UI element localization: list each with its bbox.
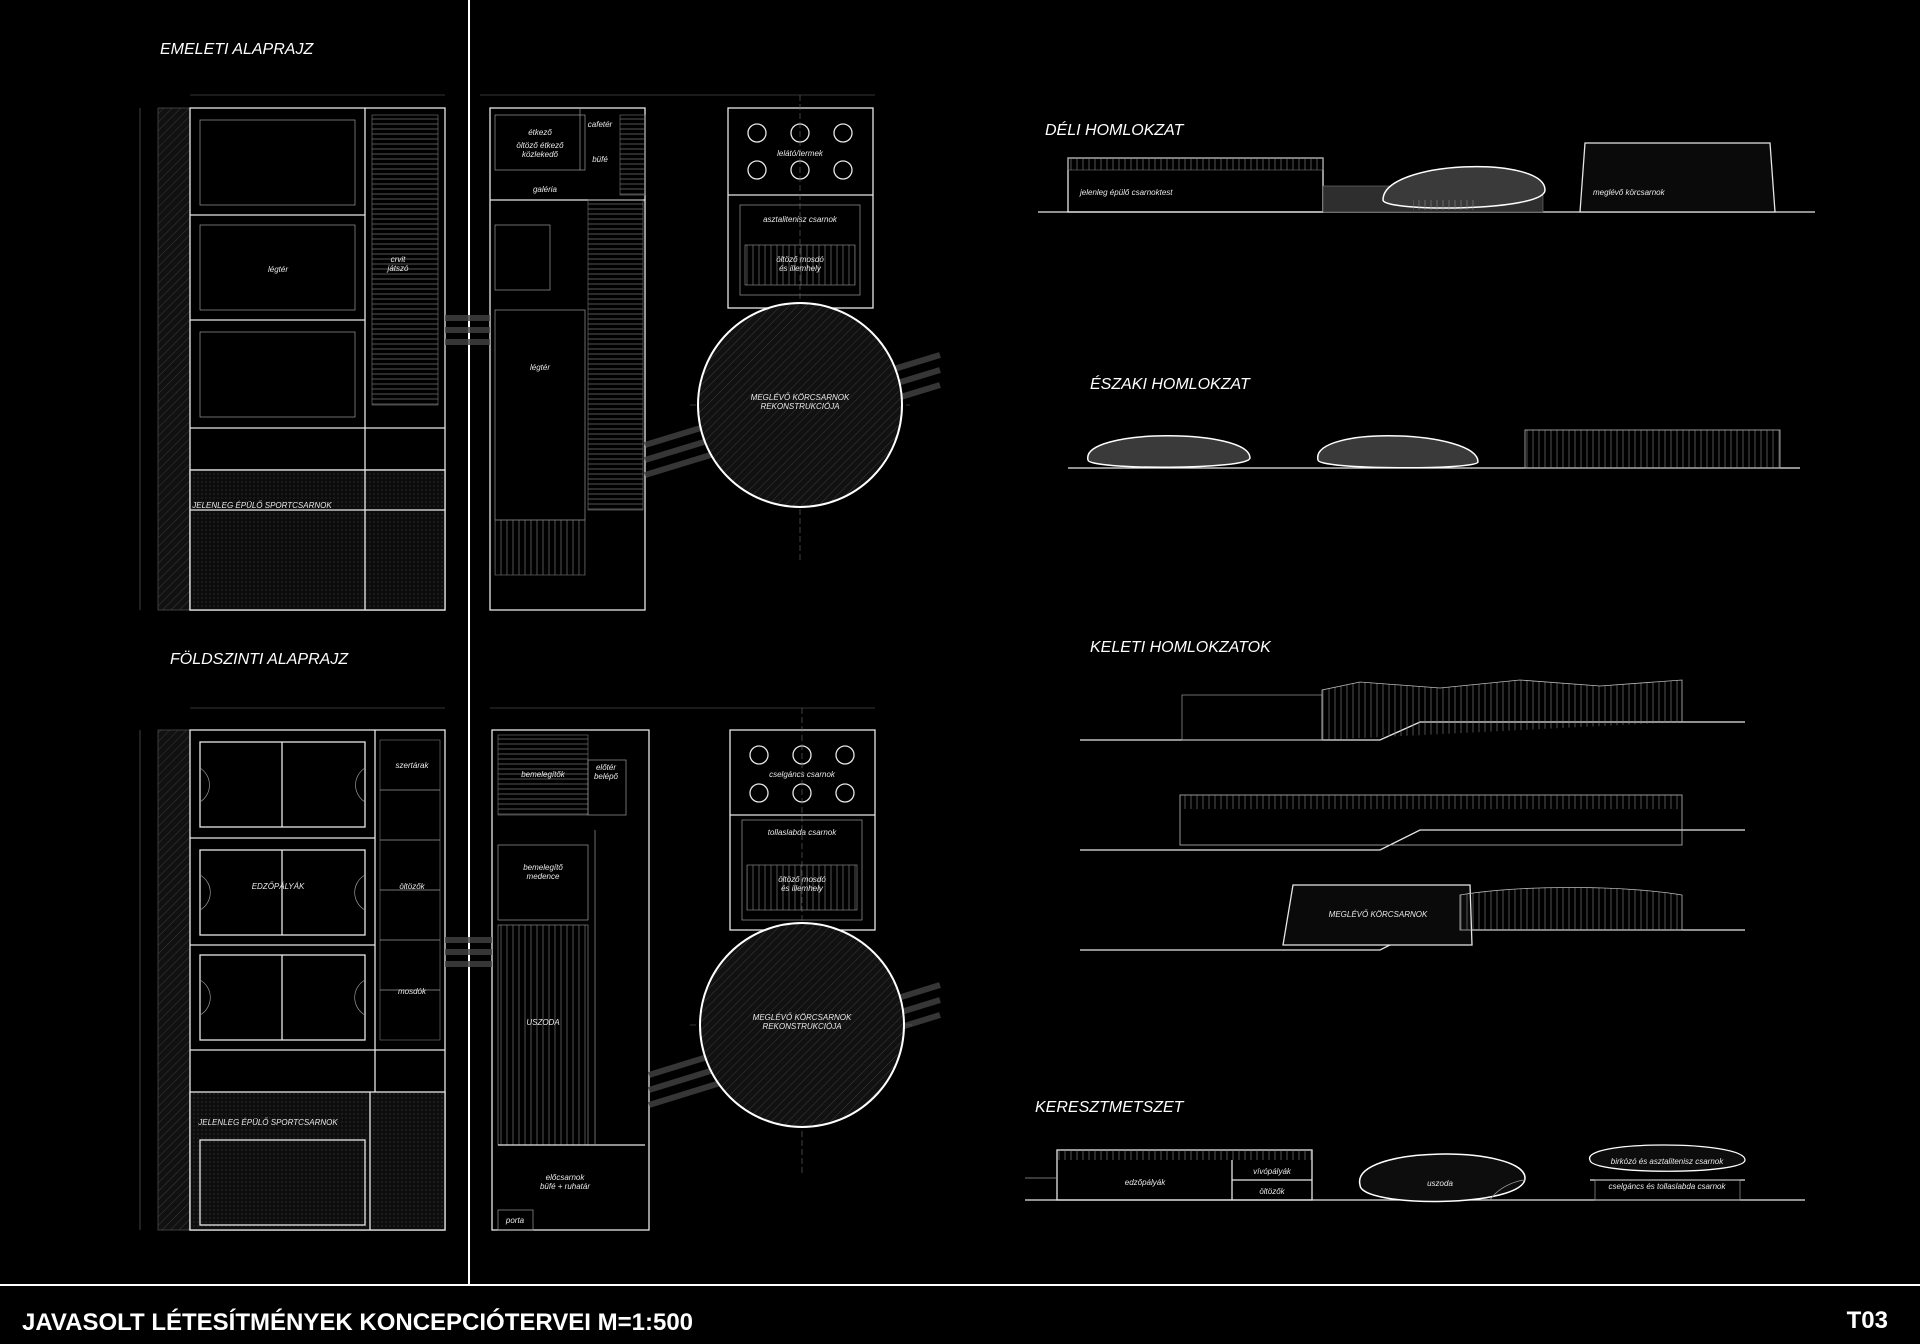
ground-tollas-label: tollaslabda csarnok bbox=[768, 828, 837, 837]
ground-floor-plan: FÖLDSZINTI ALAPRAJZ bbox=[139, 650, 941, 1231]
south-right-label: meglévő körcsarnok bbox=[1593, 188, 1666, 197]
upper-buffet-label: büfé bbox=[592, 155, 608, 164]
upper-legter2-label: légtér bbox=[530, 363, 550, 372]
upper-plan-title: EMELETI ALAPRAJZ bbox=[160, 41, 314, 58]
ground-plan-title: FÖLDSZINTI ALAPRAJZ bbox=[170, 650, 349, 668]
cross-section: KERESZTMETSZET edzőpályák vívópályák ölt… bbox=[1025, 1099, 1805, 1203]
section-oltozok-label: öltözők bbox=[1259, 1187, 1285, 1196]
ground-edzopalyak-label: EDZŐPÁLYÁK bbox=[252, 882, 305, 891]
section-cselgancs-label: cselgáncs és tollaslabda csarnok bbox=[1609, 1182, 1727, 1191]
sheet-title: JAVASOLT LÉTESÍTMÉNYEK KONCEPCIÓTERVEI M… bbox=[22, 1308, 693, 1336]
east-elevation-title: KELETI HOMLOKZATOK bbox=[1090, 639, 1272, 656]
north-elevation: ÉSZAKI HOMLOKZAT bbox=[1068, 374, 1800, 469]
section-uszoda-label: uszoda bbox=[1427, 1179, 1453, 1188]
north-elevation-title: ÉSZAKI HOMLOKZAT bbox=[1090, 374, 1251, 393]
section-viva-label: vívópályák bbox=[1253, 1167, 1292, 1176]
section-title: KERESZTMETSZET bbox=[1035, 1099, 1185, 1116]
south-left-label: jelenleg épülő csarnoktest bbox=[1079, 188, 1173, 197]
section-edzopalyak-label: edzőpályák bbox=[1125, 1178, 1166, 1187]
sheet-code: T03 bbox=[1847, 1307, 1888, 1334]
east-elevations: KELETI HOMLOKZATOK MEGLÉVŐ KÖRCSARNOK bbox=[1080, 639, 1745, 951]
upper-etkezo-label: étkező bbox=[528, 128, 552, 137]
upper-lelato-termek-label: lelátó/termek bbox=[777, 149, 824, 158]
ground-existing-hall-label: JELENLEG ÉPÜLŐ SPORTCSARNOK bbox=[197, 1118, 338, 1127]
ground-mosdok-label: mosdók bbox=[398, 987, 427, 996]
upper-legter-label: légtér bbox=[268, 265, 288, 274]
south-elevation-title: DÉLI HOMLOKZAT bbox=[1045, 120, 1185, 139]
ground-oltozok-label: öltözők bbox=[399, 882, 425, 891]
upper-cafe-label: cafetér bbox=[588, 120, 613, 129]
ground-bemelegitok-label: bemelegítők bbox=[521, 770, 566, 779]
ground-cselgancs-label: cselgáncs csarnok bbox=[769, 770, 836, 779]
ground-szertarak-label: szertárak bbox=[396, 761, 430, 770]
ground-porta-label: porta bbox=[505, 1216, 525, 1225]
east-existing-label: MEGLÉVŐ KÖRCSARNOK bbox=[1329, 910, 1428, 919]
south-elevation: DÉLI HOMLOKZAT jelenleg épülő csarnoktes… bbox=[1038, 120, 1815, 213]
upper-asztalitenisz-label: asztalitenisz csarnok bbox=[763, 215, 838, 224]
ground-uszoda-label: USZODA bbox=[526, 1018, 559, 1027]
upper-galeria-label: galéria bbox=[533, 185, 558, 194]
section-birkozo-label: birkózó és asztalitenisz csarnok bbox=[1611, 1157, 1724, 1166]
upper-existing-hall-label: JELENLEG ÉPÜLŐ SPORTCSARNOK bbox=[191, 501, 332, 510]
